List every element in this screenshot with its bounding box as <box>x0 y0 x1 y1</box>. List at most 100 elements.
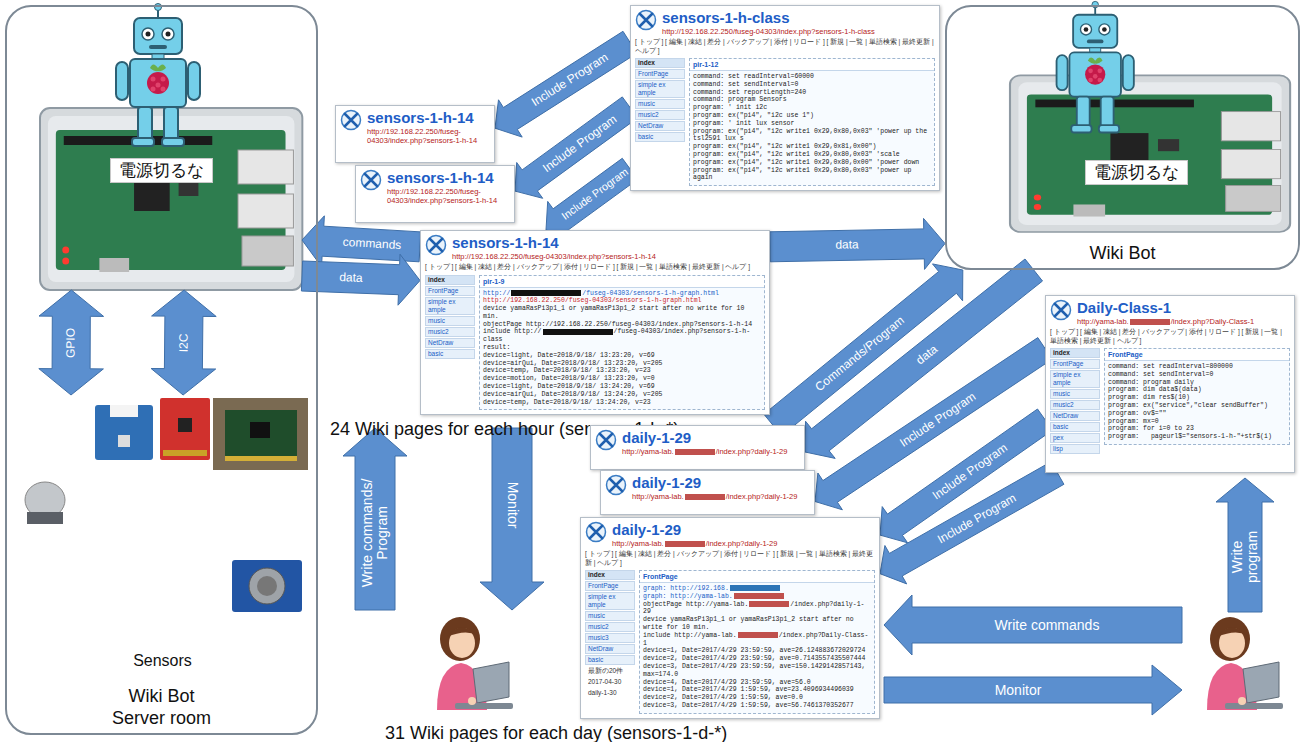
wiki-page-node: sensors-1-h-14http://192.168.22.250/fuse… <box>355 165 515 223</box>
page-body: indexFrontPagesimple ex amplemusicmusic2… <box>585 570 875 714</box>
code-line: program: ' init i2c <box>693 104 931 112</box>
code-text: program: ex("pi4", "i2c write1 0x29,0x80… <box>693 167 915 182</box>
redaction-bar <box>1130 319 1170 325</box>
code-text: program: ov$="" <box>1108 410 1167 417</box>
code-text: program: dim data$(data) <box>1108 386 1202 393</box>
arrow-label: Include Program <box>540 113 619 175</box>
side-item: music2 <box>585 622 635 632</box>
fat-arrow <box>770 218 945 269</box>
code-line: device=temp, Date=2018/9/18/ 13:24:20, v… <box>483 399 761 407</box>
url-text: http://yama-lab. <box>632 492 684 501</box>
page-title: sensors-1-h-14 <box>387 169 510 187</box>
raspberry-pi: 電源切るな <box>40 90 302 290</box>
wiki-page: daily-1-29http://yama-lab./index.php?dai… <box>590 425 805 470</box>
sensor-board <box>225 410 297 458</box>
title-block: sensors-1-h-classhttp://192.168.22.250/f… <box>662 9 935 36</box>
arrow-label: Include Program <box>930 442 1010 503</box>
page-url: http://yama-lab./index.php?Daily-Class-1 <box>1077 317 1290 326</box>
url-text: http://192.168.22.250/fuseg-04303/index.… <box>387 187 497 205</box>
wiki-page: daily-1-29http://yama-lab. /index.php?dai… <box>600 470 815 515</box>
wiki-logo <box>595 429 617 451</box>
side-menu: indexFrontPagesimple ex amplemusicmusic2… <box>425 275 475 359</box>
wiki-logo <box>1050 299 1072 321</box>
wiki-page: sensors-1-h-14http://192.168.22.250/fuse… <box>355 165 515 223</box>
url-text: http://yama-lab. <box>622 447 674 456</box>
url-text: /index.php?daily-1-29 <box>726 492 798 501</box>
code-line: program: ov$="" <box>1108 410 1286 418</box>
side-item: NetDraw <box>1050 411 1100 421</box>
code-line: command: set reportLength=240 <box>693 89 931 97</box>
url-text: /index.php?daily-1-29 <box>716 447 788 456</box>
code-line: device=1, Date=2017/4/29 1:59:59, ave=23… <box>643 686 871 694</box>
code-line: device=light, Date=2018/9/18/ 13:23:20, … <box>483 352 761 360</box>
gas-sensor-mesh <box>257 576 277 596</box>
code-line: command: program Sensors <box>693 96 931 104</box>
photo-ground <box>213 398 308 470</box>
fat-arrow <box>1216 478 1274 612</box>
title-block: daily-1-29http://yama-lab./index.php?dai… <box>622 429 800 456</box>
logo-ring <box>342 111 361 130</box>
arrow-label: Write program <box>1230 527 1260 588</box>
code-text: device=1, Date=2017/4/29 1:59:59, ave=23… <box>643 686 854 693</box>
code-text: program: dim res$(10) <box>1108 394 1190 401</box>
code-text: device=4, Date=2017/4/29 23:59:59, ave=5… <box>643 679 811 686</box>
fat-arrow <box>151 290 216 395</box>
wiki-page-node: daily-1-29http://yama-lab./index.php?dai… <box>590 425 805 470</box>
page-url: http://yama-lab. /index.php?daily-1-29 <box>622 447 800 456</box>
side-item: FrontPage <box>585 581 635 591</box>
page-content: pir-1-9http:///fuseg-04303/sensors-1-h-g… <box>479 275 765 411</box>
title-block: sensors-1-h-14http://192.168.22.250/fuse… <box>452 234 765 261</box>
menu-text: [ トップ ] [ 編集 | 凍結 | 差分 | バックアップ | 添付 | リ… <box>1050 328 1282 344</box>
recent-item: 2017-04-30 <box>585 677 635 687</box>
content-head: FrontPage <box>1105 349 1289 361</box>
code-line: command: set sendInterval=0 <box>1108 371 1286 379</box>
page-header: daily-1-29http://yama-lab./index.php?dai… <box>595 429 800 456</box>
page-header: daily-1-29http://yama-lab. /index.php?dai… <box>605 474 810 501</box>
code-text: objectPage http://yama-lab. <box>643 601 748 608</box>
code-line: result: <box>483 344 761 352</box>
fat-arrow <box>301 254 420 305</box>
page-header: Daily-Class-1http://yama-lab./index.php?… <box>1050 299 1290 326</box>
side-menu: indexFrontPagesimple ex amplemusicmusic2… <box>585 570 635 698</box>
redaction-bar <box>734 593 784 599</box>
code-line: device=temp, Date=2018/9/18/ 13:23:20, v… <box>483 367 761 375</box>
arrow-label: data <box>339 271 363 285</box>
wiki-page: Daily-Class-1http://yama-lab./index.php?… <box>1045 295 1295 473</box>
url-text: http://192.168.22.250/fuseg-04303/index.… <box>367 127 477 145</box>
panel-label: Server room <box>112 707 211 729</box>
arrow-label: I2C <box>177 333 190 352</box>
side-item: FrontPage <box>635 69 685 79</box>
code-line: device=3, Date=2017/4/29 1:59:59, ave=56… <box>643 702 871 710</box>
code-line: device=4, Date=2017/4/29 23:59:59, ave=5… <box>643 679 871 687</box>
page-title: daily-1-29 <box>632 474 810 492</box>
code-line: program: ex("pi4", "i2c use 1") <box>693 112 931 120</box>
arrow-label: Include Program <box>935 491 1018 546</box>
logo-mark <box>430 239 442 251</box>
code-line: program: ex("pi4", "i2c write1 0x29,0x81… <box>693 143 931 151</box>
content-head: FrontPage <box>640 571 874 583</box>
arrow-label: Monitor <box>505 482 520 529</box>
sensor-pictures <box>25 398 308 612</box>
wiki-logo <box>425 234 447 256</box>
wiki-page-node: sensors-1-h-14http://192.168.22.250/fuse… <box>335 105 495 163</box>
raspberry-pi-photo <box>1010 75 1290 232</box>
side-item: FrontPage <box>1050 359 1100 369</box>
code-text: device yamaRasPi3p1_1 or yamaRasPi3p1_2 … <box>643 616 858 631</box>
logo-ring <box>607 476 626 495</box>
person-figure <box>437 617 513 710</box>
side-item: NetDraw <box>425 338 475 348</box>
code-line: device=airQui, Date=2018/9/18/ 13:24:20,… <box>483 391 761 399</box>
page-header: sensors-1-h-14http://192.168.22.250/fuse… <box>425 234 765 261</box>
code-text: http:// <box>483 290 510 297</box>
side-item: simple ex ample <box>635 80 685 98</box>
logo-ring <box>1052 301 1071 320</box>
arrow-label: Write commands/ Program <box>360 458 390 608</box>
page-url: http://192.168.22.250/fuseg-04303/index.… <box>387 187 510 205</box>
code-text: device=airQui, Date=2018/9/18/ 13:24:20,… <box>483 391 662 398</box>
robot-figure <box>1057 1 1134 132</box>
logo-ring <box>637 11 656 30</box>
redaction-bar <box>749 601 789 607</box>
side-item: music <box>635 99 685 109</box>
page-menu: [ トップ ] [ 編集 | 凍結 | 差分 | バックアップ | 添付 | リ… <box>635 38 935 55</box>
